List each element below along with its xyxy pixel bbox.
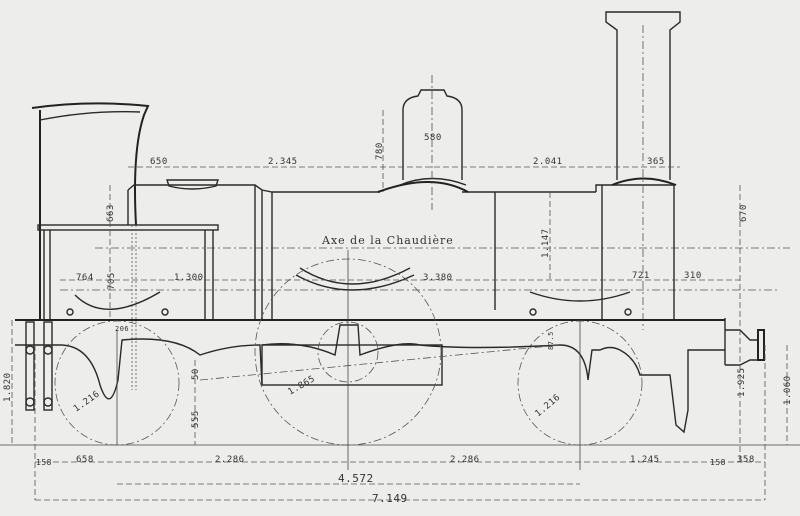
dim-wheelbase-rear: 2.286	[215, 455, 245, 465]
dim-driving-wheel-dia: 1.865	[287, 374, 318, 397]
driving-wheel	[199, 250, 561, 470]
dim-dome-height: 780	[375, 142, 385, 160]
dim-buffer-center: 1.060	[783, 375, 793, 405]
dim-firebox-to-dome: 2.345	[268, 157, 298, 167]
dim-wheelbase-front: 2.286	[450, 455, 480, 465]
dim-front-wheel-dia: 1.216	[534, 393, 563, 420]
dim-front-to-end: 1.245	[630, 455, 660, 465]
dim-buffer-length: 358	[737, 455, 755, 465]
firebox	[127, 179, 263, 390]
cab	[31, 102, 219, 320]
dim-firebox-depth: 705	[107, 272, 117, 290]
dim-frame-depth: 50	[191, 368, 201, 380]
dim-rear-height: 1.820	[3, 372, 13, 402]
dim-total-length: 7.149	[372, 492, 408, 505]
dim-rear-offset: 764	[76, 273, 94, 283]
front-wheel	[517, 320, 643, 470]
frame	[15, 318, 726, 434]
dim-boiler-length: 3.380	[423, 273, 453, 283]
dim-dome-diameter: 580	[424, 133, 442, 143]
dim-small-offset: 206	[115, 325, 129, 333]
dim-buffer-height: 1.925	[737, 367, 747, 397]
rear-buffer-beam	[25, 321, 53, 411]
dim-rear-wheel-dia: 1.216	[72, 389, 102, 414]
rear-wheel	[54, 320, 180, 446]
dim-boiler-radius: 1.147	[541, 228, 551, 258]
boiler-axis-label: Axe de la Chaudière	[321, 234, 454, 247]
front-buffer	[725, 329, 765, 366]
dim-rear-to-axle: 658	[76, 455, 94, 465]
dim-firebox-top: 663	[106, 204, 116, 222]
dim-dome-to-chimney: 2.041	[533, 157, 563, 167]
dim-chimney-to-front: 365	[647, 157, 665, 167]
steam-dome	[377, 75, 469, 210]
dim-frame-height: 555	[191, 410, 201, 428]
dim-total-wheelbase: 4.572	[338, 472, 374, 485]
dim-rear-buffer: 158	[36, 458, 52, 467]
springs	[66, 267, 632, 316]
dim-firebox-length: 1.300	[174, 273, 204, 283]
smokebox-and-chimney	[595, 11, 681, 330]
dim-front-buffer: 158	[710, 458, 726, 467]
dim-smokebox-length: 721	[632, 271, 650, 281]
dim-smokebox-height: 670	[739, 204, 749, 222]
dim-eccentric: 87.5	[547, 331, 555, 350]
dim-cab-overhang: 650	[150, 157, 168, 167]
dimension-lines	[11, 110, 788, 501]
dim-front-overhang-top: 310	[684, 271, 702, 281]
